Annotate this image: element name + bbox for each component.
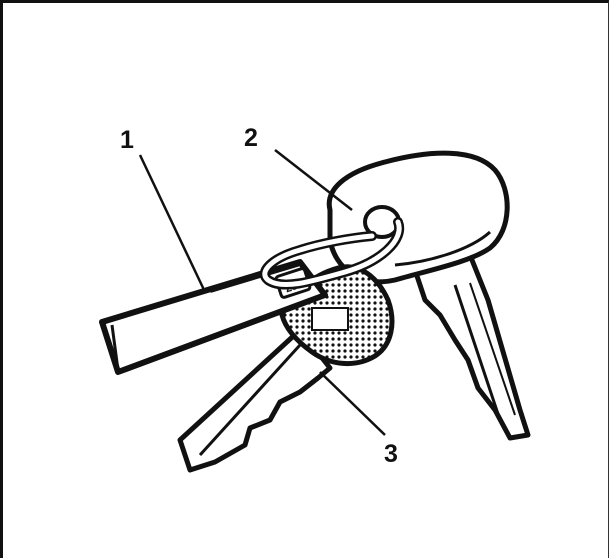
leader-line-2 (274, 149, 353, 211)
remote-key (326, 150, 531, 441)
leader-line-1 (138, 154, 207, 293)
callout-1: 1 (120, 126, 134, 154)
callout-2: 2 (244, 124, 258, 152)
remote-key-blade (412, 252, 531, 441)
ignition-key (177, 264, 395, 473)
key-ring (259, 217, 405, 290)
callout-3: 3 (384, 440, 398, 468)
leader-line-3 (319, 371, 386, 436)
